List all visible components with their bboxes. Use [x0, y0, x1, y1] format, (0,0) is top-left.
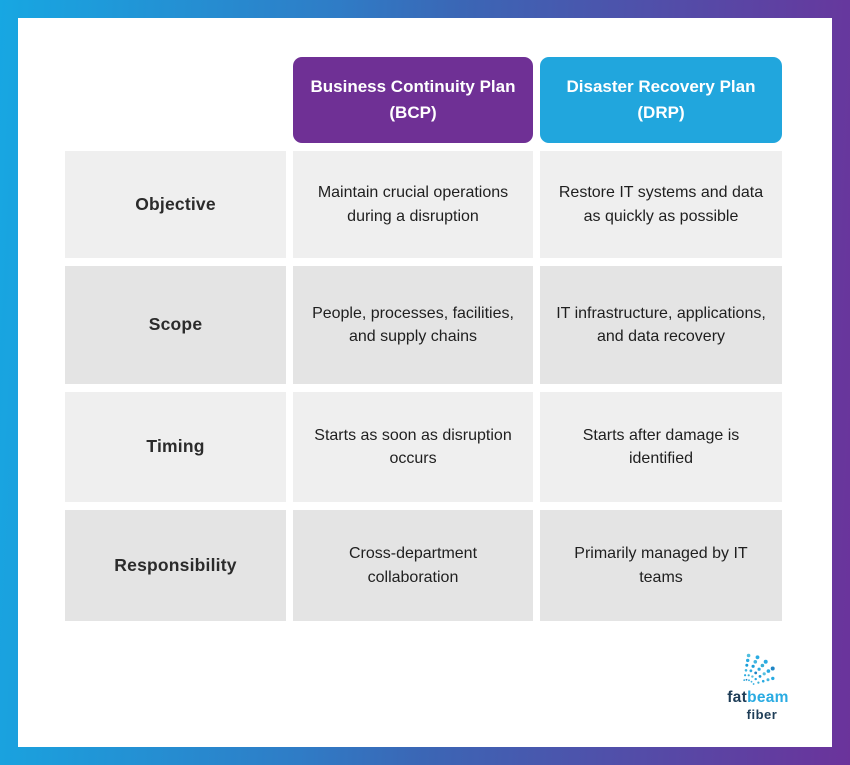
column-header-drp: Disaster Recovery Plan (DRP) [540, 57, 782, 143]
row-label-responsibility: Responsibility [65, 510, 286, 621]
fatbeam-logo-dots-icon [743, 653, 775, 685]
cell-responsibility-bcp: Cross-department collaboration [293, 510, 533, 621]
wordmark-fat: fat [727, 689, 748, 706]
cell-timing-bcp: Starts as soon as disruption occurs [293, 392, 533, 502]
row-label-objective: Objective [65, 151, 286, 258]
cell-scope-bcp: People, processes, facilities, and suppl… [293, 266, 533, 384]
cell-timing-drp: Starts after damage is identified [540, 392, 782, 502]
row-label-scope: Scope [65, 266, 286, 384]
cell-scope-drp: IT infrastructure, applications, and dat… [540, 266, 782, 384]
cell-responsibility-drp: Primarily managed by IT teams [540, 510, 782, 621]
wordmark-fiber: fiber [746, 706, 778, 722]
cell-objective-drp: Restore IT systems and data as quickly a… [540, 151, 782, 258]
fatbeam-wordmark: fatbeam [708, 690, 808, 706]
row-label-timing: Timing [65, 392, 286, 502]
fatbeam-logo: fatbeam fiber [708, 649, 808, 721]
infographic-canvas: Business Continuity Plan (BCP) Disaster … [18, 18, 832, 747]
header-spacer [65, 57, 286, 143]
cell-objective-bcp: Maintain crucial operations during a dis… [293, 151, 533, 258]
column-header-bcp: Business Continuity Plan (BCP) [293, 57, 533, 143]
comparison-table: Business Continuity Plan (BCP) Disaster … [65, 57, 782, 621]
wordmark-beam: beam [747, 689, 789, 706]
